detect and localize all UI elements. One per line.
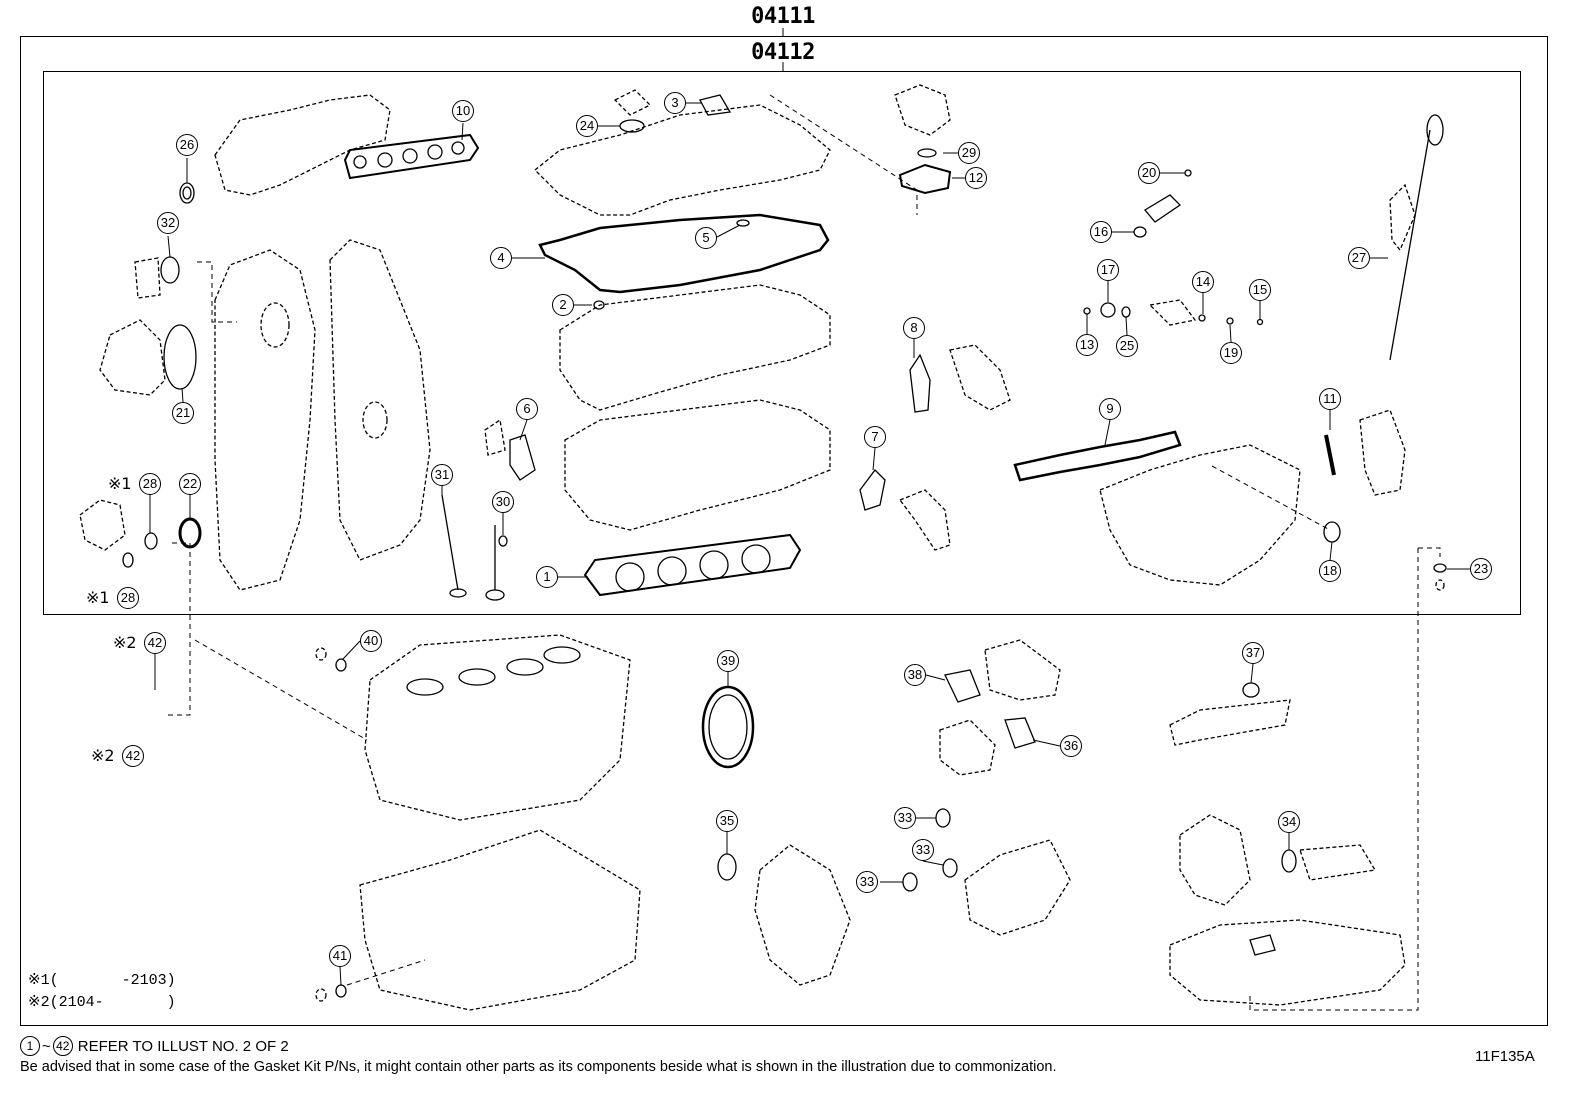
ref-start-callout: 1 xyxy=(20,1036,40,1056)
callout-23[interactable]: 23 xyxy=(1470,558,1492,580)
callout-40[interactable]: 40 xyxy=(360,630,382,652)
callout-16[interactable]: 16 xyxy=(1090,221,1112,243)
callout-2[interactable]: 2 xyxy=(552,294,574,316)
footer-reference: 1 ~ 42 REFER TO ILLUST NO. 2 OF 2 xyxy=(20,1036,289,1056)
callout-20[interactable]: 20 xyxy=(1138,162,1160,184)
ref-end-callout: 42 xyxy=(52,1036,73,1056)
callout-9[interactable]: 9 xyxy=(1099,398,1121,420)
callout-7[interactable]: 7 xyxy=(864,426,886,448)
callout-35[interactable]: 35 xyxy=(716,810,738,832)
inner-kit-code: 04112 xyxy=(751,40,815,65)
callout-19[interactable]: 19 xyxy=(1220,342,1242,364)
callout-42-lower[interactable]: 42 xyxy=(122,745,144,767)
callout-32[interactable]: 32 xyxy=(157,212,179,234)
callout-22[interactable]: 22 xyxy=(179,473,201,495)
callout-41[interactable]: 41 xyxy=(329,945,351,967)
callout-24[interactable]: 24 xyxy=(576,115,598,137)
callout-36[interactable]: 36 xyxy=(1060,735,1082,757)
callout-29[interactable]: 29 xyxy=(958,142,980,164)
outer-kit-code: 04111 xyxy=(751,4,815,29)
inner-kit-frame xyxy=(43,71,1521,615)
ref-tilde: ~ xyxy=(42,1037,51,1055)
callout-33-a[interactable]: 33 xyxy=(894,807,916,829)
callout-3[interactable]: 3 xyxy=(664,92,686,114)
callout-33-c[interactable]: 33 xyxy=(856,871,878,893)
callout-37[interactable]: 37 xyxy=(1242,642,1264,664)
callout-5[interactable]: 5 xyxy=(695,227,717,249)
figure-id: 11F135A xyxy=(1475,1048,1535,1065)
callout-30[interactable]: 30 xyxy=(492,491,514,513)
callout-34[interactable]: 34 xyxy=(1278,811,1300,833)
callout-28-lower[interactable]: 28 xyxy=(117,587,139,609)
callout-21[interactable]: 21 xyxy=(172,402,194,424)
legend-range-2: (2104- ) xyxy=(49,994,176,1011)
legend-line-2: ※2(2104- ) xyxy=(28,992,176,1011)
callout-13[interactable]: 13 xyxy=(1076,334,1098,356)
callout-4[interactable]: 4 xyxy=(490,247,512,269)
legend-mark-2: ※2 xyxy=(28,994,50,1011)
variant-mark-2: ※2 xyxy=(91,746,115,765)
callout-33-b[interactable]: 33 xyxy=(912,839,934,861)
callout-10[interactable]: 10 xyxy=(452,100,474,122)
ref-text: REFER TO ILLUST NO. 2 OF 2 xyxy=(77,1037,289,1055)
variant-mark-2: ※2 xyxy=(113,633,137,652)
callout-12[interactable]: 12 xyxy=(965,167,987,189)
callout-17[interactable]: 17 xyxy=(1097,259,1119,281)
callout-8[interactable]: 8 xyxy=(903,317,925,339)
callout-38[interactable]: 38 xyxy=(904,664,926,686)
legend-line-1: ※1( -2103) xyxy=(28,970,176,989)
callout-25[interactable]: 25 xyxy=(1116,335,1138,357)
footer-note: Be advised that in some case of the Gask… xyxy=(20,1059,1057,1075)
callout-6[interactable]: 6 xyxy=(516,398,538,420)
callout-31[interactable]: 31 xyxy=(431,464,453,486)
legend-range-1: ( -2103) xyxy=(49,972,176,989)
callout-42-upper[interactable]: 42 xyxy=(144,632,166,654)
callout-14[interactable]: 14 xyxy=(1192,271,1214,293)
callout-18[interactable]: 18 xyxy=(1319,560,1341,582)
callout-39[interactable]: 39 xyxy=(717,650,739,672)
callout-28-upper[interactable]: 28 xyxy=(139,473,161,495)
callout-11[interactable]: 11 xyxy=(1319,388,1341,410)
outer-kit-frame xyxy=(20,36,1548,1026)
variant-mark-1: ※1 xyxy=(108,474,132,493)
callout-15[interactable]: 15 xyxy=(1249,279,1271,301)
variant-mark-1: ※1 xyxy=(86,588,110,607)
callout-26[interactable]: 26 xyxy=(176,134,198,156)
callout-27[interactable]: 27 xyxy=(1348,247,1370,269)
legend-mark-1: ※1 xyxy=(28,972,50,989)
callout-1[interactable]: 1 xyxy=(536,566,558,588)
